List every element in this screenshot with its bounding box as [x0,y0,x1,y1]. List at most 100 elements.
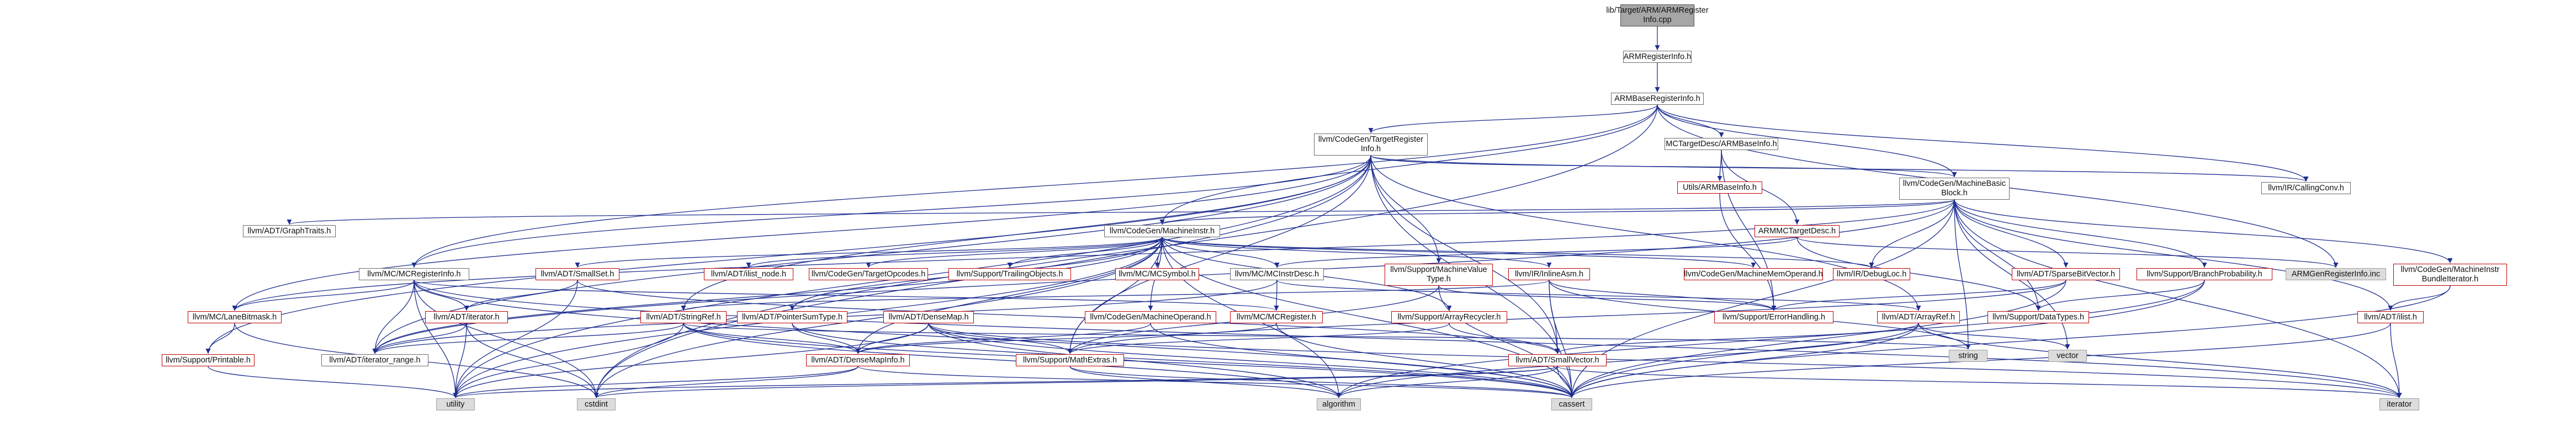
edge-cg-targetreginfo-to-sup-machinevaluetype [1370,155,1441,264]
node-ir-debugloc[interactable]: llvm/IR/DebugLoc.h [1833,268,1910,280]
edge-adt-stringref-to-std-string [683,323,1970,350]
node-std-cassert[interactable]: cassert [1551,398,1592,410]
node-adt-sparsebitvector[interactable]: llvm/ADT/SparseBitVector.h [2012,268,2120,280]
edge-cg-machineinstr-to-cg-machinememoperand [1162,237,1756,268]
edge-adt-ptrsumtype-to-adt-densemapinfo [792,323,861,354]
edge-adt-stringref-to-std-cassert [683,323,1575,398]
edge-cg-mbb-to-mc-lanebitmask [232,199,1955,311]
edge-armbasereginfo-to-std-cstdint [593,104,1658,398]
edge-mc-mcreginfo-to-std-cstdint [414,280,599,398]
edge-adt-sparsebitvector-to-sup-errorhandling [1771,280,2066,311]
node-mc-mcinstrdesc[interactable]: llvm/MC/MCInstrDesc.h [1230,268,1324,280]
node-cg-targetopcodes[interactable]: llvm/CodeGen/TargetOpcodes.h [809,268,928,280]
edge-armbasereginfo-to-mc-mcreginfo [411,104,1658,268]
edge-sup-branchprob-to-std-cassert [1569,280,2205,398]
node-cg-machineoperand[interactable]: llvm/CodeGen/MachineOperand.h [1085,311,1216,323]
node-adt-stringref[interactable]: llvm/ADT/StringRef.h [640,311,727,323]
edge-adt-stringref-to-adt-densemapinfo [683,323,861,354]
node-armbasereginfo[interactable]: ARMBaseRegisterInfo.h [1611,93,1704,105]
edge-ir-inlineasm-to-sup-errorhandling [1549,280,1777,311]
node-sup-errorhandling[interactable]: llvm/Support/ErrorHandling.h [1714,311,1833,323]
edge-cg-machineinstr-to-adt-ilist-node [746,237,1163,268]
edge-mc-mcreginfo-to-mc-lanebitmask [232,280,415,311]
node-adt-ilist[interactable]: llvm/ADT/ilist.h [2357,311,2424,323]
edge-cg-mbb-to-cg-machineinstr [1159,199,1955,225]
node-std-utility[interactable]: utility [436,398,475,410]
node-sup-mathextras[interactable]: llvm/Support/MathExtras.h [1016,354,1124,366]
node-mct-armbaseinfo[interactable]: MCTargetDesc/ARMBaseInfo.h [1665,138,1778,150]
node-adt-densemapinfo[interactable]: llvm/ADT/DenseMapInfo.h [806,354,910,366]
node-root[interactable]: lib/Target/ARM/ARMRegister Info.cpp [1606,4,1709,26]
edge-sup-branchprob-to-std-algorithm [1336,280,2205,398]
edge-adt-densemap-to-std-algorithm [928,323,1342,398]
node-armmc-targetdesc[interactable]: ARMMCTargetDesc.h [1755,225,1840,237]
edge-sup-mathextras-to-std-algorithm [1069,366,1342,398]
node-utils-armbaseinfo[interactable]: Utils/ARMBaseInfo.h [1677,182,1762,194]
edge-adt-stringref-to-std-algorithm [683,323,1342,398]
node-std-vector[interactable]: vector [2048,350,2087,362]
node-adt-iterator[interactable]: llvm/ADT/iterator.h [425,311,508,323]
node-adt-smallset[interactable]: llvm/ADT/SmallSet.h [536,268,619,280]
node-cg-machineinstr[interactable]: llvm/CodeGen/MachineInstr.h [1104,225,1220,237]
edge-mc-mcreginfo-to-std-iterator [414,280,2402,398]
node-mc-mcsymbol[interactable]: llvm/MC/MCSymbol.h [1115,268,1199,280]
edge-adt-stringref-to-std-utility [453,323,684,398]
edge-mct-armbaseinfo-to-sup-errorhandling [1721,150,1777,311]
node-sup-trailingobjects[interactable]: llvm/Support/TrailingObjects.h [948,268,1071,280]
edge-cg-targetreginfo-to-ir-callingconv [1370,155,2308,182]
node-cg-mibundleiter[interactable]: llvm/CodeGen/MachineInstr BundleIterator… [2393,264,2507,286]
edge-adt-densemap-to-std-cassert [928,323,1575,398]
edge-cg-machineoperand-to-adt-densemapinfo [855,323,1151,354]
node-mc-lanebitmask[interactable]: llvm/MC/LaneBitmask.h [188,311,282,323]
node-std-string[interactable]: string [1949,350,1987,362]
node-adt-arrayref[interactable]: llvm/ADT/ArrayRef.h [1877,311,1960,323]
node-sup-arrayrecycler[interactable]: llvm/Support/ArrayRecycler.h [1391,311,1507,323]
edge-adt-densemap-to-std-utility [453,323,929,398]
edge-cg-mbb-to-adt-sparsebitvector [1954,199,2069,268]
node-adt-ptrsumtype[interactable]: llvm/ADT/PointerSumType.h [737,311,847,323]
node-armreginfo-h[interactable]: ARMRegisterInfo.h [1623,51,1692,63]
edge-cg-machineinstr-to-ir-inlineasm [1162,237,1552,268]
edge-ir-inlineasm-to-adt-stringref [681,280,1550,311]
edge-cg-targetreginfo-to-mc-mcreginfo [411,155,1371,268]
edge-cg-machineinstr-to-ir-debugloc [1162,237,1874,268]
node-sup-branchprob[interactable]: llvm/Support/BranchProbability.h [2137,268,2272,280]
node-armgen-reginfo[interactable]: ARMGenRegisterInfo.inc [2286,268,2386,280]
edge-adt-densemapinfo-to-std-cassert [857,366,1575,398]
node-mc-mcreginfo[interactable]: llvm/MC/MCRegisterInfo.h [359,268,469,280]
node-sup-printable[interactable]: llvm/Support/Printable.h [162,354,255,366]
edge-adt-iterator-to-std-utility [453,323,467,398]
node-adt-graphtraits[interactable]: llvm/ADT/GraphTraits.h [243,225,336,237]
edge-cg-machineinstr-to-cg-targetopcodes [866,237,1163,268]
node-std-cstdint[interactable]: cstdint [577,398,616,410]
node-cg-machinememoperand[interactable]: llvm/CodeGen/MachineMemOperand.h [1684,268,1823,280]
edge-cg-machineinstr-to-adt-iterator-range [372,237,1163,354]
edge-adt-ilist-to-std-iterator [2390,323,2402,398]
node-cg-mbb[interactable]: llvm/CodeGen/MachineBasic Block.h [1899,178,2010,200]
edge-cg-mbb-to-sup-datatypes [1954,199,2041,311]
edge-sup-branchprob-to-sup-datatypes [2036,280,2205,311]
edge-adt-arrayref-to-std-vector [1918,323,2070,350]
node-std-iterator[interactable]: iterator [2379,398,2419,410]
node-mc-mcregister[interactable]: llvm/MC/MCRegister.h [1230,311,1323,323]
node-adt-smallvector[interactable]: llvm/ADT/SmallVector.h [1508,354,1607,366]
edge-mc-lanebitmask-to-sup-printable [205,323,235,354]
node-cg-targetreginfo[interactable]: llvm/CodeGen/TargetRegister Info.h [1314,134,1428,156]
edge-cg-machineoperand-to-std-cassert [1150,323,1575,398]
edge-cg-mbb-to-sup-branchprob [1954,199,2207,268]
edge-mc-mcreginfo-to-adt-iterator-range [372,280,415,354]
edge-mc-mcregister-to-adt-densemapinfo [855,323,1277,354]
node-adt-densemap[interactable]: llvm/ADT/DenseMap.h [883,311,974,323]
edge-cg-mbb-to-ir-debugloc [1869,199,1955,268]
node-adt-ilist-node[interactable]: llvm/ADT/ilist_node.h [704,268,793,280]
edge-armbasereginfo-to-cg-mbb [1657,104,1957,178]
node-ir-inlineasm[interactable]: llvm/IR/InlineAsm.h [1508,268,1590,280]
node-std-algorithm[interactable]: algorithm [1317,398,1361,410]
edge-adt-densemapinfo-to-std-cstdint [593,366,858,398]
node-sup-machinevaluetype[interactable]: llvm/Support/MachineValue Type.h [1385,264,1493,286]
edge-adt-stringref-to-adt-iterator-range [372,323,684,354]
node-sup-datatypes[interactable]: llvm/Support/DataTypes.h [1987,311,2089,323]
node-ir-callingconv[interactable]: llvm/IR/CallingConv.h [2261,182,2351,194]
node-adt-iterator-range[interactable]: llvm/ADT/iterator_range.h [321,354,428,366]
